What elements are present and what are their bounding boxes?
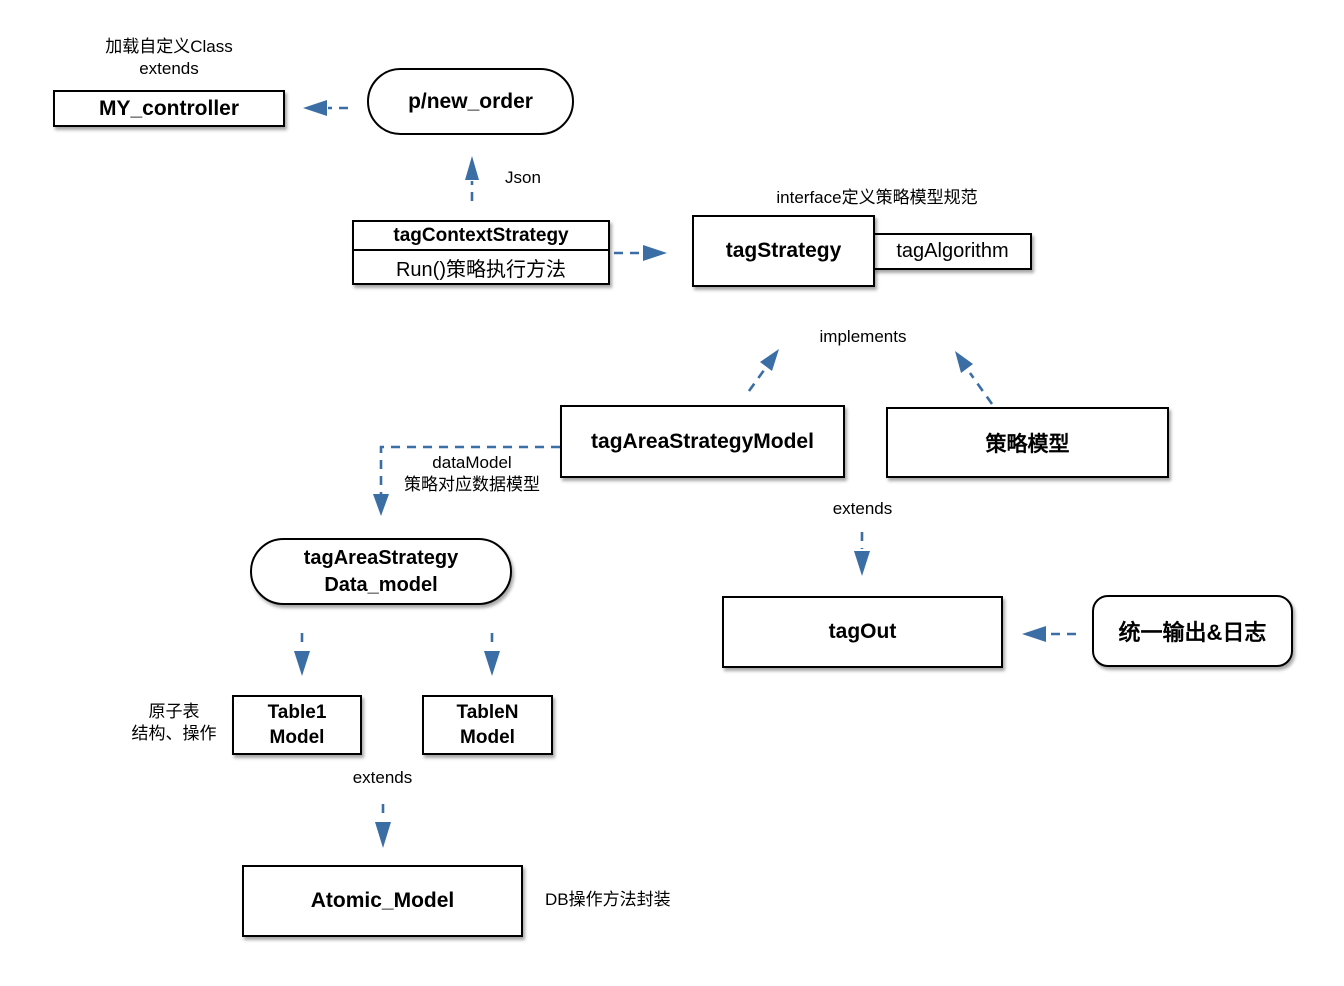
node-tag-out: tagOut: [722, 596, 1003, 668]
note-extends-right: extends: [820, 498, 905, 520]
node-p-new-order-label: p/new_order: [408, 89, 533, 113]
node-p-new-order: p/new_order: [367, 68, 574, 135]
node-my-controller-label: MY_controller: [98, 96, 240, 120]
arrow-datamodel-to-table1: [294, 633, 310, 676]
note-atomic-table: 原子表 结构、操作: [120, 701, 228, 745]
node-atomic-model-label: Atomic_Model: [310, 889, 455, 912]
node-tag-area-strategy-data-model: tagAreaStrategy Data_model: [250, 538, 512, 605]
arrow-log-to-tagout: [1022, 626, 1076, 642]
node-tag-algorithm: tagAlgorithm: [873, 233, 1032, 270]
note-extends-bottom: extends: [340, 767, 425, 789]
arrow-context-to-strategy: [614, 245, 667, 261]
arrow-model-implements-left: [747, 349, 779, 392]
note-db-text: DB操作方法封装: [545, 890, 671, 909]
arrow-extends-to-atomic: [375, 804, 391, 848]
node-tablen-model-line1: TableN: [456, 702, 519, 723]
note-implements: implements: [798, 326, 928, 348]
node-tag-context-strategy-title: tagContextStrategy: [354, 222, 608, 252]
node-strategy-model-label: 策略模型: [985, 432, 1070, 456]
note-load-custom-class-line1: 加载自定义Class: [105, 37, 233, 56]
note-implements-text: implements: [819, 327, 907, 346]
node-tag-context-strategy: tagContextStrategy Run()策略执行方法: [352, 220, 610, 285]
arrow-model-implements-right: [955, 351, 994, 405]
note-json: Json: [498, 167, 548, 189]
note-load-custom-class: 加载自定义Class extends: [88, 36, 250, 80]
node-tag-area-strategy-model: tagAreaStrategyModel: [560, 405, 845, 478]
node-tag-strategy-label: tagStrategy: [725, 239, 842, 262]
node-table1-model-line1: Table1: [267, 702, 327, 723]
note-extends-bottom-text: extends: [352, 768, 413, 787]
arrow-extends-to-tagout: [854, 532, 870, 576]
node-unified-output-log-label: 统一输出&日志: [1118, 620, 1267, 645]
note-db: DB操作方法封装: [545, 889, 690, 911]
node-tag-algorithm-label: tagAlgorithm: [896, 240, 1009, 262]
node-tag-context-strategy-body: Run()策略执行方法: [395, 258, 566, 281]
node-tag-out-label: tagOut: [828, 620, 897, 643]
note-data-model-line1: dataModel: [432, 453, 512, 472]
node-tag-area-strategy-data-model-line2: Data_model: [324, 573, 438, 596]
node-tablen-model: TableN Model: [422, 695, 553, 755]
note-extends-right-text: extends: [832, 499, 893, 518]
note-interface-text: interface定义策略模型规范: [776, 188, 978, 207]
arrow-datamodel-to-tablen: [484, 633, 500, 676]
arrow-json-up: [465, 156, 479, 201]
node-my-controller: MY_controller: [53, 90, 285, 127]
note-data-model: dataModel 策略对应数据模型: [390, 452, 554, 496]
note-interface: interface定义策略模型规范: [742, 187, 1012, 209]
note-load-custom-class-line2: extends: [139, 59, 199, 78]
note-atomic-table-line1: 原子表: [148, 702, 200, 721]
node-tag-strategy: tagStrategy: [692, 215, 875, 287]
node-atomic-model: Atomic_Model: [242, 865, 523, 937]
node-table1-model-line2: Model: [269, 727, 325, 748]
node-tablen-model-line2: Model: [460, 727, 515, 748]
note-data-model-line2: 策略对应数据模型: [404, 475, 540, 494]
node-table1-model: Table1 Model: [232, 695, 362, 755]
note-atomic-table-line2: 结构、操作: [131, 724, 217, 743]
node-tag-area-strategy-data-model-line1: tagAreaStrategy: [303, 546, 459, 569]
node-tag-area-strategy-model-label: tagAreaStrategyModel: [591, 429, 814, 453]
note-json-text: Json: [505, 168, 541, 187]
node-unified-output-log: 统一输出&日志: [1092, 595, 1293, 667]
node-strategy-model: 策略模型: [886, 407, 1169, 478]
arrow-neworder-to-mycontroller: [303, 100, 348, 116]
